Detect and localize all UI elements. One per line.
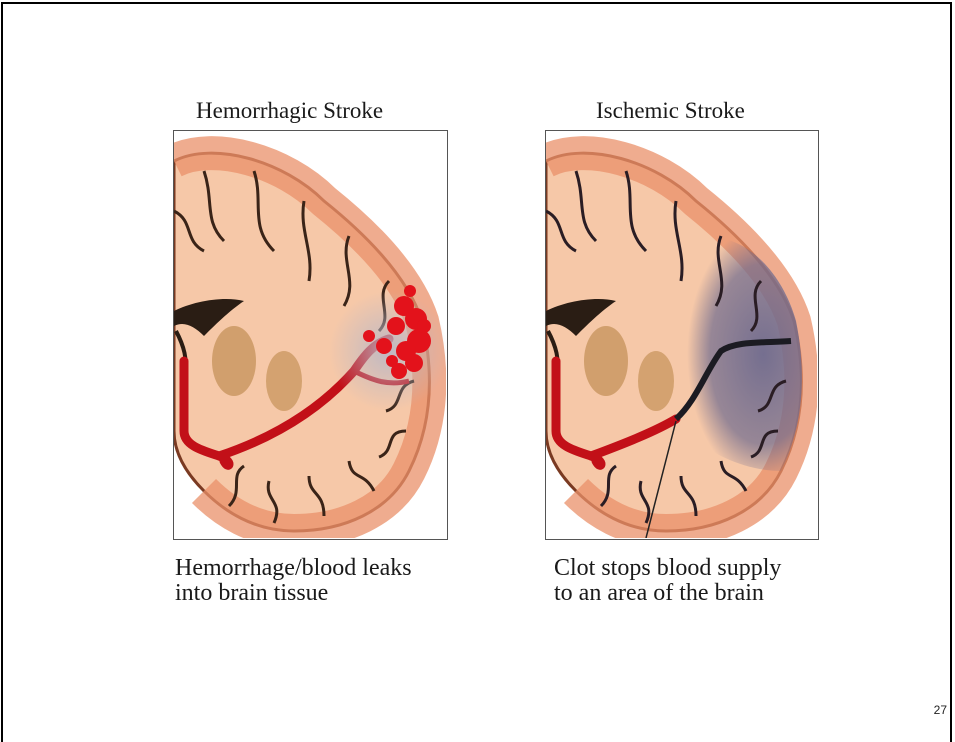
ischemic-title: Ischemic Stroke bbox=[596, 98, 745, 124]
ischemic-illustration bbox=[545, 130, 819, 540]
hemorrhagic-illustration bbox=[173, 130, 448, 540]
ischemic-caption: Clot stops blood supply to an area of th… bbox=[554, 556, 781, 606]
hemorrhagic-title: Hemorrhagic Stroke bbox=[196, 98, 383, 124]
ischemic-caption-line-2: to an area of the brain bbox=[554, 581, 781, 606]
page-number: 27 bbox=[934, 703, 947, 717]
hemorrhagic-caption-line-1: Hemorrhage/blood leaks bbox=[175, 556, 412, 581]
hemorrhagic-caption-line-2: into brain tissue bbox=[175, 581, 412, 606]
ischemic-caption-line-1: Clot stops blood supply bbox=[554, 556, 781, 581]
hemorrhagic-caption: Hemorrhage/blood leaks into brain tissue bbox=[175, 556, 412, 606]
